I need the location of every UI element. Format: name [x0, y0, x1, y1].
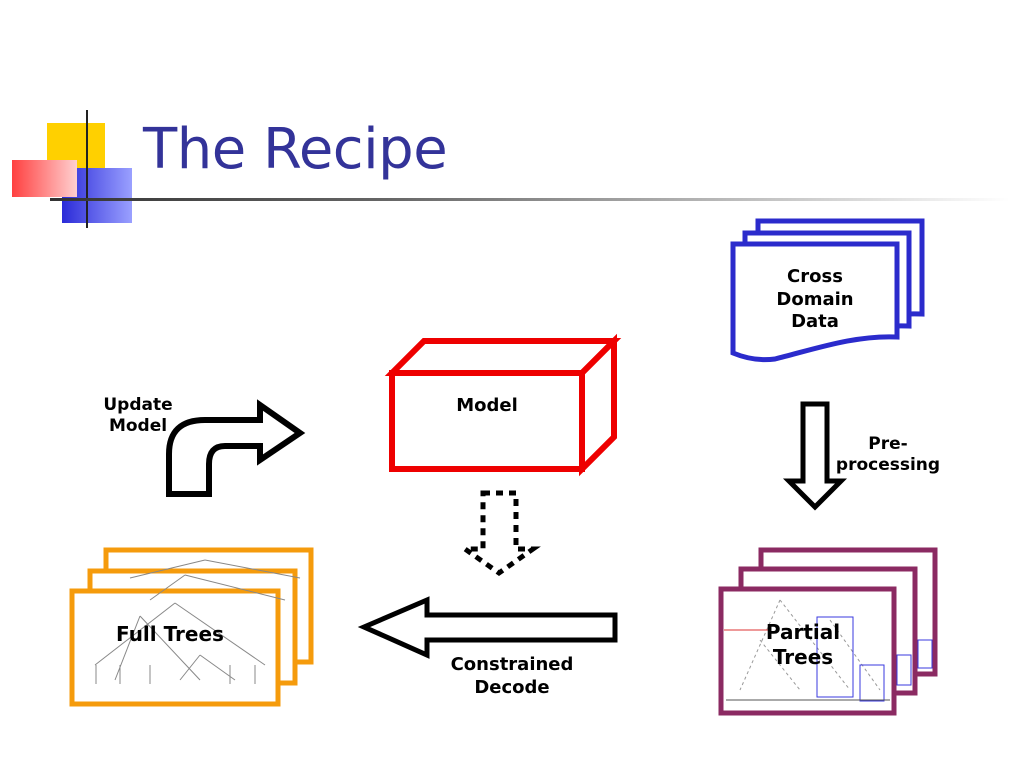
document-sheet-front — [730, 241, 900, 363]
cross-domain-data-stack — [730, 218, 925, 363]
preprocessing-arrow — [782, 401, 848, 511]
model-box — [384, 333, 622, 477]
left-arrow — [357, 596, 618, 659]
model-label: Model — [456, 395, 518, 416]
partial-parse-sketch — [724, 599, 933, 702]
constrained-decode-label: Constrained Decode — [450, 654, 574, 698]
partial-trees-stack — [718, 547, 938, 716]
full-trees-stack — [69, 547, 314, 707]
model-box-front-face — [389, 370, 585, 472]
model-box-top-face — [384, 338, 622, 376]
full-trees-page-front — [69, 588, 281, 707]
update-model-label: Update Model — [103, 395, 173, 437]
full-trees-label: Full Trees — [116, 622, 224, 646]
parse-tree-sketch — [94, 559, 301, 684]
preprocessing-label: Pre- processing — [835, 434, 941, 476]
cross-domain-data-label: Cross Domain Data — [776, 266, 854, 332]
partial-trees-label: Partial Trees — [765, 620, 841, 669]
title-accent-graphic — [12, 110, 1010, 228]
accent-red-bar — [12, 160, 77, 197]
constrained-decode-dashed-arrow — [457, 490, 541, 577]
slide-title: The Recipe — [143, 117, 448, 182]
title-underline — [50, 198, 1010, 201]
update-model-bent-arrow — [166, 399, 306, 497]
partial-trees-page-front — [718, 586, 897, 716]
